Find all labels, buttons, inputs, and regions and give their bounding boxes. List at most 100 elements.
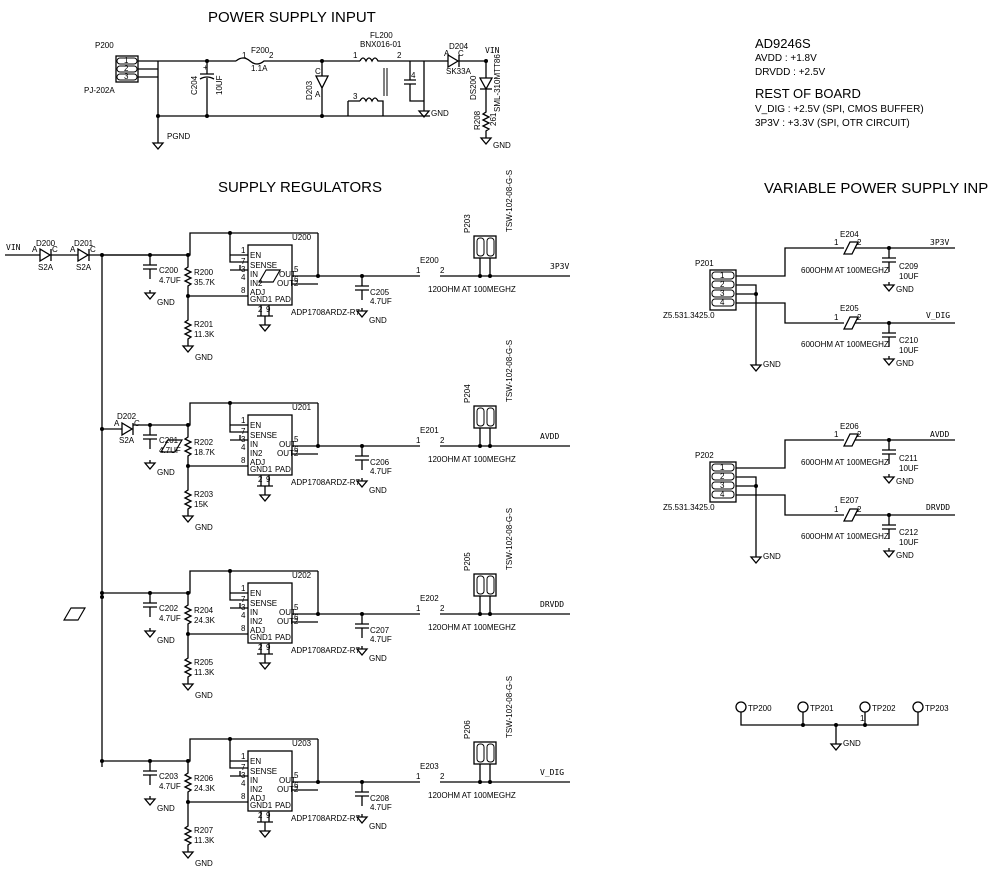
regulator-row-u202: C2024.7UFGNDR20424.3KR20511.3KGNDU202ADP… xyxy=(63,508,570,700)
u200-ref: U200 xyxy=(292,233,312,242)
svg-text:GND: GND xyxy=(157,804,175,813)
svg-text:1: 1 xyxy=(720,271,725,280)
d200-value: S2A xyxy=(38,263,54,272)
svg-text:EN: EN xyxy=(250,589,261,598)
c200-ref: C200 xyxy=(159,266,179,275)
vin-regulator-label: VIN xyxy=(6,243,21,252)
svg-text:GND: GND xyxy=(369,822,387,831)
svg-text:4: 4 xyxy=(720,490,725,499)
svg-text:EN: EN xyxy=(250,251,261,260)
svg-text:OUT: OUT xyxy=(279,608,296,617)
e204-ref: E204 xyxy=(840,230,859,239)
r207-value: 11.3K xyxy=(194,836,215,845)
header-p206 xyxy=(473,741,497,765)
svg-text:2: 2 xyxy=(857,430,862,439)
p204-ref: P204 xyxy=(463,384,472,403)
header-value: TSW-102-08-G-S xyxy=(505,340,514,402)
svg-text:6: 6 xyxy=(294,613,299,622)
filter-fl200: FL200 BNX016-01 1 3 2 4 GND xyxy=(347,31,449,118)
svg-text:3: 3 xyxy=(124,72,129,81)
svg-text:C: C xyxy=(315,67,321,76)
test-points: TP200 TP201 TP202 TP203 1 GND xyxy=(735,701,949,751)
svg-text:GND: GND xyxy=(896,285,914,294)
c201-value: 4.7UF xyxy=(159,446,181,455)
svg-text:GND: GND xyxy=(493,141,511,150)
svg-text:GND: GND xyxy=(157,636,175,645)
svg-text:GND: GND xyxy=(369,654,387,663)
d202-value: S2A xyxy=(119,436,135,445)
c204-ref: C204 xyxy=(190,75,199,95)
svg-text:GND: GND xyxy=(157,468,175,477)
svg-text:1: 1 xyxy=(860,714,865,723)
c212-ref: C212 xyxy=(899,528,919,537)
c207-value: 4.7UF xyxy=(370,635,392,644)
svg-text:7: 7 xyxy=(241,257,246,266)
svg-text:OUT2: OUT2 xyxy=(277,785,299,794)
regulator-ic-u203 xyxy=(247,750,293,812)
d203-ref: D203 xyxy=(305,80,314,100)
svg-text:5: 5 xyxy=(294,435,299,444)
svg-text:1: 1 xyxy=(416,436,421,445)
regulator-ic-u202 xyxy=(247,582,293,644)
regulator-input-chain: VIN D200 A C S2A D201 A C S2A D202 A C S… xyxy=(5,239,190,767)
svg-text:4: 4 xyxy=(241,273,246,282)
c202-ref: C202 xyxy=(159,604,179,613)
svg-text:IN: IN xyxy=(250,440,258,449)
e206-ref: E206 xyxy=(840,422,859,431)
regulator-row-u200: C2004.7UFGNDR20035.7KR20111.3KGNDU200ADP… xyxy=(102,170,570,362)
svg-text:2: 2 xyxy=(269,51,274,60)
svg-text:8: 8 xyxy=(241,624,246,633)
u202-ref: U202 xyxy=(292,571,312,580)
svg-text:8: 8 xyxy=(241,456,246,465)
d204-ref: D204 xyxy=(449,42,469,51)
svg-text:GND: GND xyxy=(195,691,213,700)
e201-ref: E201 xyxy=(420,426,439,435)
ds200-ref: DS200 xyxy=(469,75,478,100)
regulator-ic-value: ADP1708ARDZ-R7 xyxy=(291,308,360,317)
c205-value: 4.7UF xyxy=(370,297,392,306)
header-p204 xyxy=(473,405,497,429)
svg-text:1: 1 xyxy=(834,430,839,439)
svg-text:3: 3 xyxy=(720,481,725,490)
net-label-avdd: AVDD xyxy=(930,430,949,439)
svg-text:1: 1 xyxy=(241,752,246,761)
ferrite-e202 xyxy=(63,607,86,621)
e203-ref: E203 xyxy=(420,762,439,771)
c204-value: 10UF xyxy=(215,75,224,95)
svg-text:2: 2 xyxy=(440,436,445,445)
svg-text:C: C xyxy=(458,49,464,58)
header-value: TSW-102-08-G-S xyxy=(505,170,514,232)
pgnd-label: PGND xyxy=(167,132,190,141)
c202-value: 4.7UF xyxy=(159,614,181,623)
ferrite-value: 600OHM AT 100MEGHZ xyxy=(801,340,889,349)
r203-value: 15K xyxy=(194,500,209,509)
note-v-dig: V_DIG : +2.5V (SPI, CMOS BUFFER) xyxy=(755,104,924,115)
svg-text:2: 2 xyxy=(440,772,445,781)
r205-value: 11.3K xyxy=(194,668,215,677)
svg-text:BNX016-01: BNX016-01 xyxy=(360,40,402,49)
tp201-label: TP201 xyxy=(810,704,834,713)
ferrite-e200 xyxy=(258,269,282,283)
svg-text:PAD: PAD xyxy=(275,295,291,304)
r201-ref: R201 xyxy=(194,320,214,329)
svg-text:GND: GND xyxy=(157,298,175,307)
svg-text:1: 1 xyxy=(241,584,246,593)
svg-text:SENSE: SENSE xyxy=(250,261,277,270)
svg-text:4: 4 xyxy=(241,779,246,788)
svg-text:2: 2 xyxy=(857,505,862,514)
net-label-drvdd: DRVDD xyxy=(540,600,564,609)
svg-text:GND1: GND1 xyxy=(250,295,273,304)
e200-ref: E200 xyxy=(420,256,439,265)
cap-value: 10UF xyxy=(899,538,919,547)
ferrite-value: 600OHM AT 100MEGHZ xyxy=(801,532,889,541)
r206-ref: R206 xyxy=(194,774,214,783)
tp200-label: TP200 xyxy=(748,704,772,713)
svg-text:GND: GND xyxy=(763,552,781,561)
svg-text:2: 2 xyxy=(720,280,725,289)
c203-value: 4.7UF xyxy=(159,782,181,791)
svg-text:1: 1 xyxy=(416,772,421,781)
svg-text:2: 2 xyxy=(440,266,445,275)
svg-text:A: A xyxy=(32,245,38,254)
